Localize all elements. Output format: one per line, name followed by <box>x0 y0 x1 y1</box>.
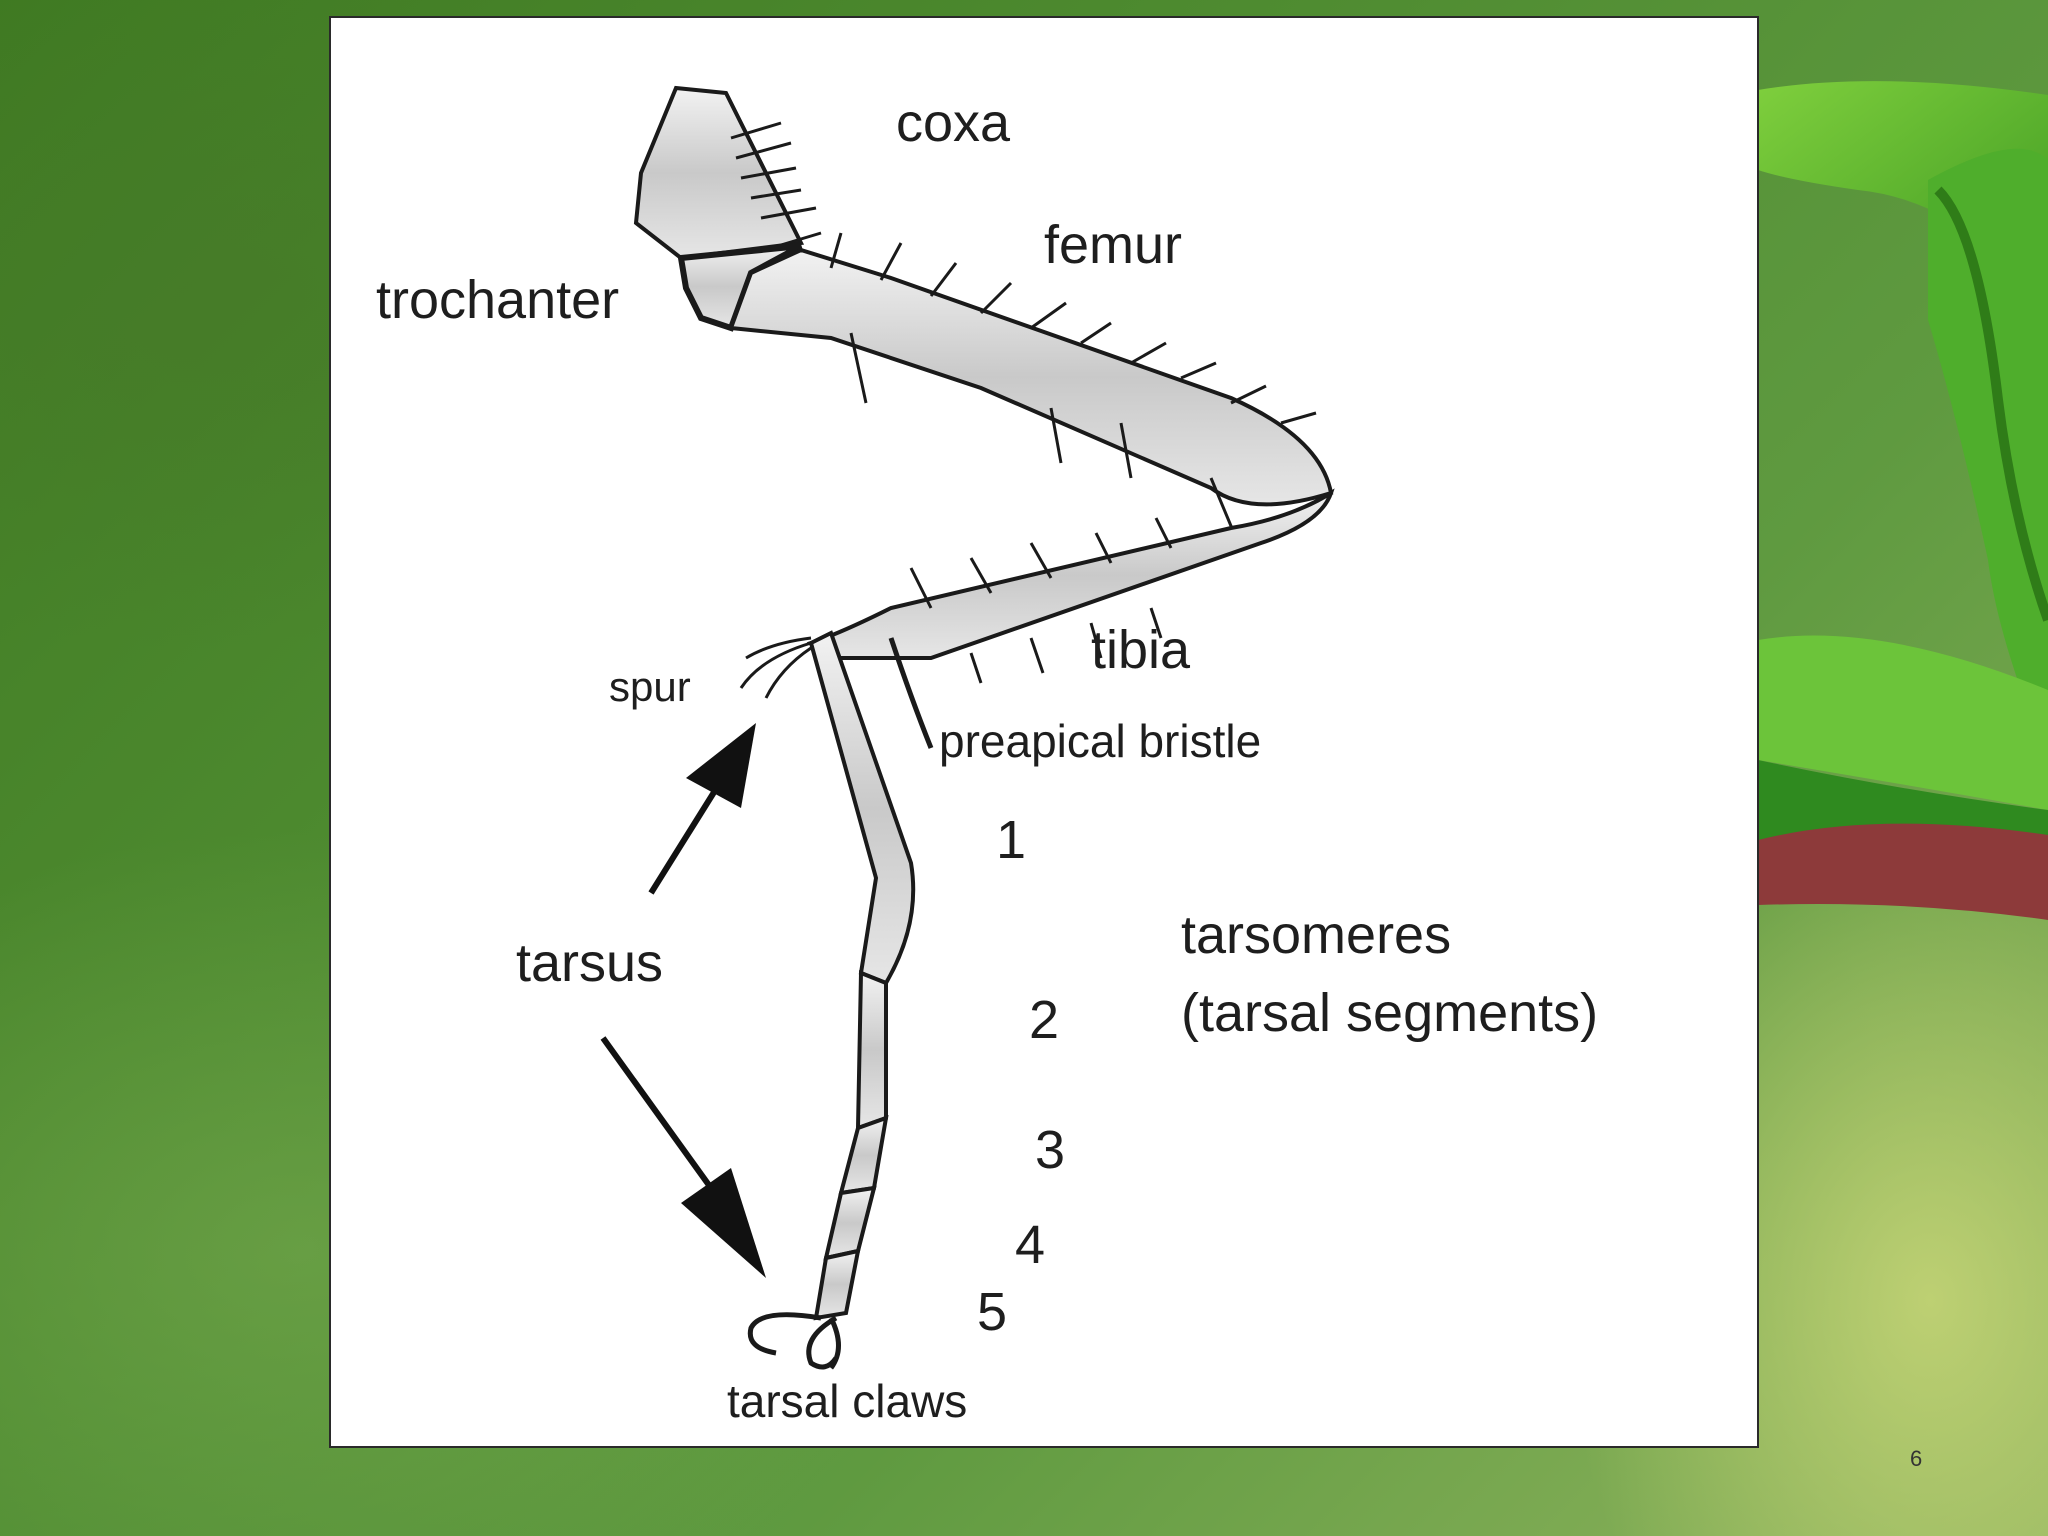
tarsus-label: tarsus <box>516 933 664 993</box>
coxa-hairs <box>730 121 822 250</box>
tarsomere-2 <box>855 970 888 1131</box>
femur-segment <box>728 247 1334 507</box>
tarsus-arrow-up <box>648 723 756 895</box>
spur <box>739 636 812 699</box>
tarsomere-4 <box>823 1185 877 1261</box>
tarsal-claws <box>747 1312 841 1370</box>
segment-number-3: 3 <box>1035 1120 1066 1180</box>
tarsomeres-label: tarsomeres <box>1181 905 1452 965</box>
tibia-hairs <box>909 517 1173 684</box>
tarsal-claws-label: tarsal claws <box>727 1375 968 1427</box>
mantis-photo <box>1758 81 2048 920</box>
coxa-label: coxa <box>896 93 1011 153</box>
tarsus-arrow-down <box>600 1036 766 1278</box>
preapical-bristle-label: preapical bristle <box>939 715 1262 767</box>
diagram-card: coxa femur trochanter tibia spur preapic… <box>329 16 1759 1448</box>
preapical-bristle <box>888 637 934 749</box>
slide-number: 6 <box>1910 1446 1923 1471</box>
segment-number-2: 2 <box>1029 990 1060 1050</box>
tarsomere-3 <box>838 1114 889 1196</box>
insect-leg-diagram <box>600 85 1335 1370</box>
spur-label: spur <box>609 663 691 710</box>
femur-label: femur <box>1044 215 1183 275</box>
tarsomere-5 <box>813 1248 861 1321</box>
segment-number-4: 4 <box>1015 1215 1046 1275</box>
tibia-segment <box>806 488 1335 660</box>
segment-number-5: 5 <box>977 1282 1008 1342</box>
trochanter-label: trochanter <box>376 270 620 330</box>
tibia-label: tibia <box>1091 620 1191 680</box>
tarsomere-1 <box>808 630 916 986</box>
tarsal-segments-label: (tarsal segments) <box>1181 983 1599 1043</box>
segment-number-1: 1 <box>996 810 1027 870</box>
